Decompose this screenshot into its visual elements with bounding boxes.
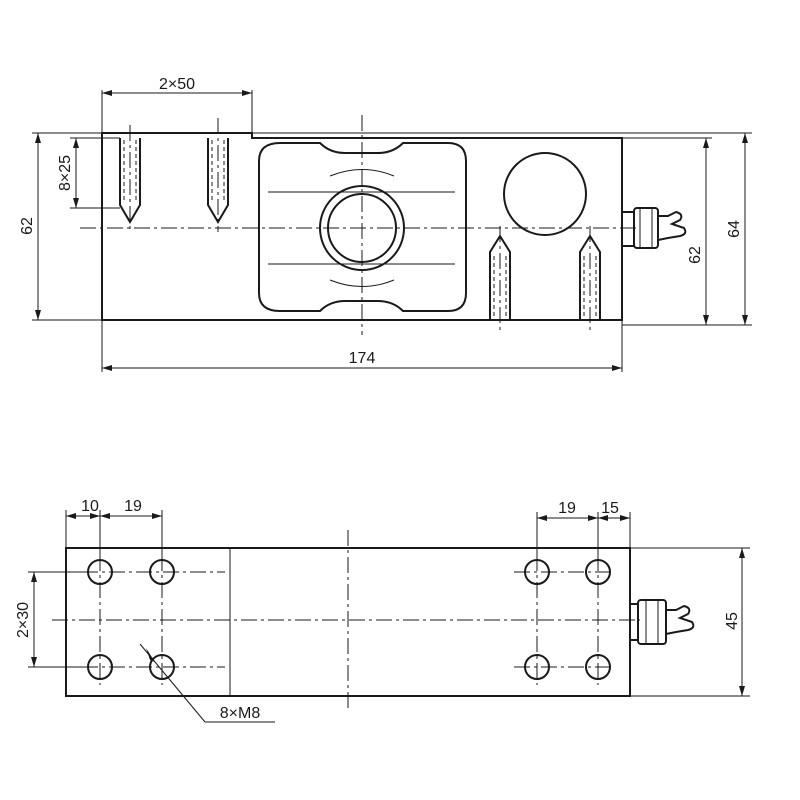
dim-right-height-inner: 62: [622, 137, 712, 326]
dim-width-label: 45: [724, 612, 741, 630]
dim-right-height-inner-label: 62: [687, 246, 704, 264]
pocket-lower-arc: [329, 279, 395, 287]
mounting-hole: [524, 654, 550, 680]
dim-width: 45: [630, 547, 750, 697]
cable-gland: [621, 207, 687, 249]
dim-left-height: 62: [19, 132, 102, 321]
threaded-hole-top-left: [119, 125, 141, 232]
dim-length-label: 174: [349, 350, 376, 367]
dim-right-height-outer: 64: [622, 132, 752, 326]
dim-thread-depth-label: 8×25: [57, 155, 74, 191]
dim-left-edge-label: 10: [81, 498, 99, 515]
threaded-hole-bottom-right: [579, 226, 601, 332]
dim-right-edge-label: 15: [601, 500, 619, 517]
mounting-hole: [149, 654, 175, 680]
bottom-view: 10 19 19 15 2×30: [15, 498, 750, 723]
dim-thread-depth: 8×25: [57, 137, 120, 209]
dim-right-edge: 19 15: [536, 500, 631, 560]
central-pocket: [258, 142, 467, 312]
dim-left-edge: 10 19: [65, 498, 163, 560]
dim-hole-spec-label: 8×M8: [220, 705, 261, 722]
cable-bore-circle: [503, 152, 587, 236]
dim-vertical-pitch-label: 2×30: [15, 602, 32, 638]
threaded-hole-top-right: [207, 118, 229, 232]
pocket-upper-arc: [329, 169, 395, 177]
dim-left-height-label: 62: [19, 217, 36, 235]
dim-hole-spec: 8×M8: [139, 643, 275, 723]
top-view: 2×50 8×25 62 62: [19, 76, 752, 372]
gauge-hole-outer: [319, 185, 405, 271]
dim-left-pitch-label: 19: [124, 498, 142, 515]
gauge-hole-inner: [327, 193, 397, 263]
dim-right-pitch-label: 19: [558, 500, 576, 517]
dim-holes-spacing: 2×50: [101, 76, 253, 133]
dim-vertical-pitch: 2×30: [15, 571, 88, 668]
dim-length: 174: [101, 320, 623, 372]
threaded-hole-bottom-left: [489, 226, 511, 332]
dim-holes-spacing-label: 2×50: [159, 76, 195, 93]
dim-right-height-outer-label: 64: [726, 220, 743, 238]
mounting-hole: [585, 654, 611, 680]
cable-gland-plan: [629, 599, 695, 645]
